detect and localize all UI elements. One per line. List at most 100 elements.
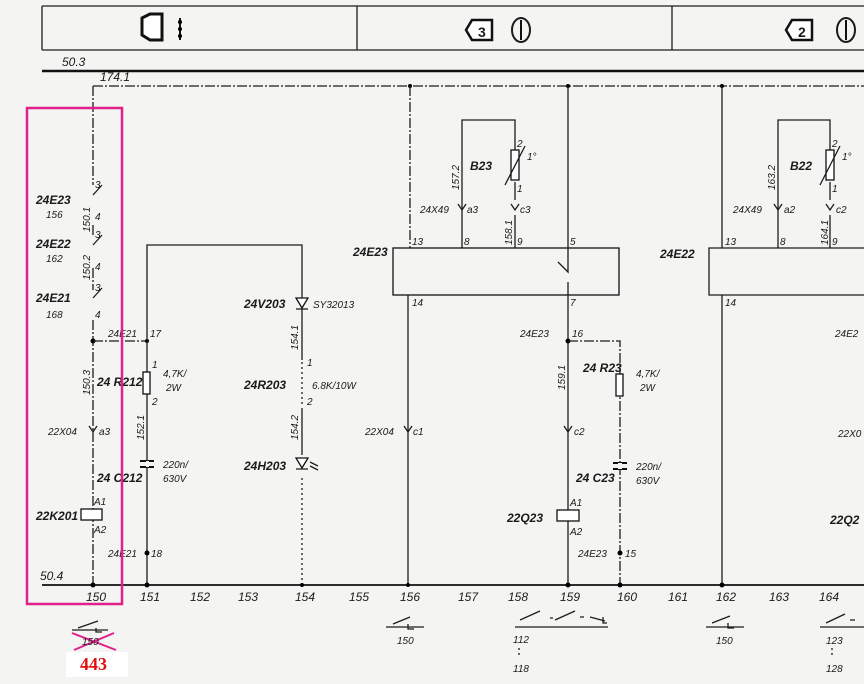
bus-ref-bottom: 50.4 <box>40 569 64 583</box>
old-ref: 150 <box>82 637 99 648</box>
schematic-label: 1 <box>152 360 158 371</box>
schematic-label: 159.1 <box>557 365 568 390</box>
schematic-label: 152 <box>190 590 210 604</box>
schematic-label: 1 <box>307 358 313 369</box>
schematic-label: 158.1 <box>504 220 515 245</box>
schematic-label: 24 C212 <box>96 471 143 485</box>
schematic-label: 22X04 <box>364 427 394 438</box>
schematic-label: 159 <box>560 590 580 604</box>
schematic-label: A1 <box>569 498 582 509</box>
unit-label: 24E22 <box>659 247 695 261</box>
schematic-label: 24E23 <box>577 549 607 560</box>
schematic-label: 14 <box>412 298 424 309</box>
schematic-label: 157 <box>458 590 479 604</box>
schematic-label: 2 <box>516 139 523 150</box>
schematic-label: a3 <box>467 205 479 216</box>
schematic-label: 152.1 <box>136 415 147 440</box>
schematic-label: 168 <box>46 310 63 321</box>
schematic-label: 150.1 <box>82 207 93 232</box>
schematic-label: A1 <box>93 497 106 508</box>
schematic-label: c3 <box>520 205 531 216</box>
schematic-label: 5 <box>570 237 576 248</box>
schematic-label: A2 <box>569 527 583 538</box>
schematic-label: 2W <box>165 383 183 394</box>
schematic-label: 9 <box>832 237 838 248</box>
schematic-label: 163.2 <box>767 165 778 190</box>
schematic-label: 2 <box>831 139 838 150</box>
schematic-label: 24E2 <box>834 329 859 340</box>
header-bar: 3 2 <box>41 5 864 51</box>
corrected-ref: 443 <box>80 654 107 674</box>
section-3-icon: 3 <box>464 17 531 43</box>
schematic-label: 151 <box>140 590 160 604</box>
bus-ref-top: 50.3 <box>62 55 86 69</box>
contact-device: 24E22 <box>35 237 71 251</box>
highlight-box <box>25 106 124 606</box>
schematic-label: 150 <box>86 590 106 604</box>
unit-24E22: B22 1° 2 1 163.2 24X49 a2 c2 164.1 24E22… <box>659 86 864 588</box>
strike-icon <box>71 632 117 651</box>
schematic-label: 161 <box>668 590 688 604</box>
schematic-label: 3 <box>95 283 101 294</box>
schematic-label: 2W <box>639 383 657 394</box>
schematic-label: 123 <box>826 636 843 647</box>
schematic-label: 4 <box>95 212 101 223</box>
relay-coil-icon <box>80 508 103 521</box>
schematic-label: 24V203 <box>243 297 286 311</box>
diode-icon <box>294 297 310 310</box>
unit-24E23: B23 1° 2 1 157.2 24X49 a3 c3 158.1 24E23… <box>352 86 662 588</box>
schematic-label: 17 <box>150 329 162 340</box>
schematic-label: c2 <box>574 427 585 438</box>
schematic-label: 18 <box>151 549 163 560</box>
schematic-label: 158 <box>508 590 528 604</box>
schematic-label: 2 <box>306 397 313 408</box>
schematic-label: 162 <box>46 254 63 265</box>
schematic-label: 7 <box>570 298 576 309</box>
section-number: 3 <box>478 24 486 40</box>
led-lamp-icon <box>294 457 310 470</box>
contact-device: 24E21 <box>35 291 71 305</box>
schematic-label: 1 <box>832 184 838 195</box>
schematic-label: 630V <box>163 474 188 485</box>
electronic-unit-box <box>392 247 620 296</box>
schematic-label: 3 <box>95 180 101 191</box>
schematic-label: SY32013 <box>313 300 355 311</box>
schematic-label: 24X49 <box>732 205 762 216</box>
schematic-label: 4,7K/ <box>636 369 661 380</box>
schematic-label: 3 <box>95 230 101 241</box>
schematic-label: 150.2 <box>82 255 93 280</box>
column-150-circuit: 24E23 156 3 4 24E22 162 3 4 24E21 168 3 … <box>35 86 162 588</box>
schematic-label: 154 <box>295 590 315 604</box>
column-154-circuit: 24V203 SY32013 154.1 1 2 24R203 6.8K/10W… <box>243 297 357 587</box>
electronic-unit-box <box>708 247 864 296</box>
schematic-label: 157.2 <box>451 165 462 190</box>
schematic-label: a2 <box>784 205 796 216</box>
section-2-icon: 2 <box>784 17 856 43</box>
schematic-label: 9 <box>517 237 523 248</box>
schematic-label: 160 <box>617 590 637 604</box>
resistor-icon <box>142 371 151 395</box>
schematic-label: 1 <box>517 184 523 195</box>
resistor-icon <box>615 373 624 397</box>
relay-coil-icon <box>556 509 580 522</box>
schematic-label: 112 <box>513 635 529 646</box>
schematic-label: 156 <box>400 590 420 604</box>
schematic-label: 154.1 <box>290 325 301 350</box>
schematic-label: 14 <box>725 298 737 309</box>
schematic-label: 155 <box>349 590 369 604</box>
schematic-label: 128 <box>826 664 843 675</box>
schematic-label: A2 <box>93 525 107 536</box>
cross-references: 150 443 150 112 118 150 123 128 <box>66 610 864 677</box>
schematic-label: 8 <box>464 237 470 248</box>
schematic-label: 24 C23 <box>575 471 615 485</box>
schematic-label: 118 <box>513 664 529 675</box>
wire-label: 174.1 <box>100 70 130 84</box>
section-number: 2 <box>798 24 806 40</box>
schematic-label: 1° <box>527 152 537 163</box>
schematic-label: 13 <box>725 237 737 248</box>
schematic-label: 4 <box>95 262 101 273</box>
schematic-label: 220n/ <box>162 460 189 471</box>
column-151-circuit: 24 R212 1 2 4,7K/ 2W 152.1 24 C212 220n/… <box>96 244 303 588</box>
